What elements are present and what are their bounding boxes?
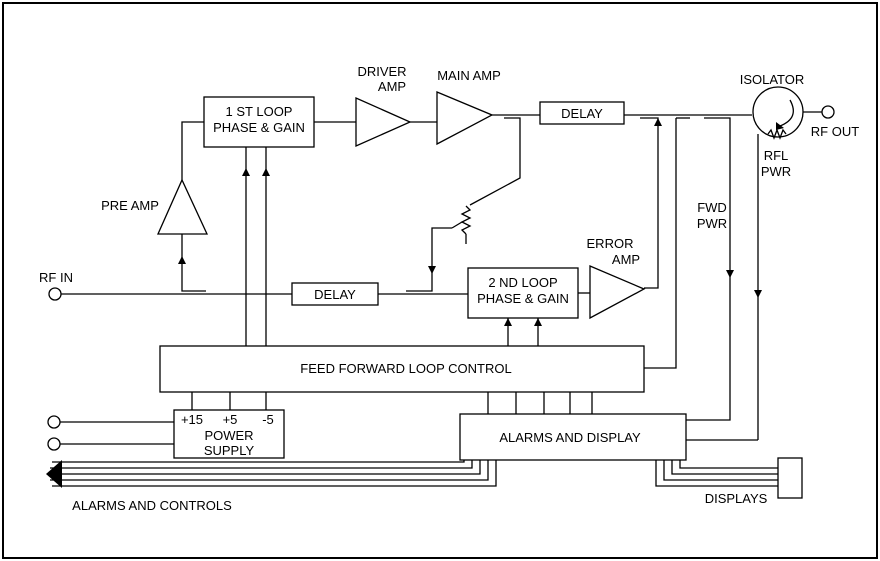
ps-label-line1: POWER <box>204 428 253 443</box>
error-amp-label-line1: ERROR <box>587 236 634 251</box>
arrow-ctrl-loop1-b <box>262 168 270 176</box>
main-amp-label: MAIN AMP <box>437 68 501 83</box>
error-amp-label-line2: AMP <box>612 252 640 267</box>
wire-tap-to-attenuator <box>470 125 520 205</box>
wire-ff-sense <box>644 118 676 368</box>
attenuator-wiper <box>452 222 462 228</box>
ps-m5-label: -5 <box>262 412 274 427</box>
alarms-controls-bus <box>46 460 496 488</box>
delay-bottom-label: DELAY <box>314 287 356 302</box>
displays-bus <box>656 460 778 486</box>
error-sample-coupler <box>406 228 452 291</box>
rf-out-label: RF OUT <box>811 124 859 139</box>
second-loop-label-line1: 2 ND LOOP <box>488 275 557 290</box>
arrow-preamp-input <box>178 256 186 264</box>
arrow-fwd-power <box>726 270 734 278</box>
driver-amp-label-line2: AMP <box>378 79 406 94</box>
second-loop-label-line2: PHASE & GAIN <box>477 291 569 306</box>
fwd-power-coupler-right <box>686 118 730 420</box>
ac-input-terminal-2 <box>48 438 60 450</box>
arrow-ctrl-loop1-a <box>242 168 250 176</box>
pre-amp-triangle <box>158 180 207 234</box>
arrow-ctrl-loop2-a <box>504 318 512 326</box>
arrow-ctrl-loop2-b <box>534 318 542 326</box>
arrow-rfl-power <box>754 290 762 298</box>
main-amp-triangle <box>437 92 492 144</box>
isolator-label: ISOLATOR <box>740 72 805 87</box>
rfl-pwr-label-line1: RFL <box>764 148 789 163</box>
arrow-sample-down <box>428 266 436 274</box>
ps-p5-label: +5 <box>223 412 238 427</box>
error-injection-coupler <box>640 118 658 288</box>
error-amp-triangle <box>590 266 644 318</box>
attenuator-resistor <box>462 206 470 234</box>
alarms-controls-label: ALARMS AND CONTROLS <box>72 498 232 513</box>
first-loop-label-line1: 1 ST LOOP <box>226 104 293 119</box>
displays-label: DISPLAYS <box>705 491 768 506</box>
alarms-display-label: ALARMS AND DISPLAY <box>499 430 641 445</box>
rf-in-label: RF IN <box>39 270 73 285</box>
wire-preamp-to-loop1 <box>182 122 204 180</box>
rf-out-terminal <box>822 106 834 118</box>
main-amp-sample-coupler <box>504 118 520 125</box>
first-loop-label-line2: PHASE & GAIN <box>213 120 305 135</box>
rf-in-terminal <box>49 288 61 300</box>
driver-amp-triangle <box>356 98 410 146</box>
ac-input-terminal-1 <box>48 416 60 428</box>
pre-amp-label: PRE AMP <box>101 198 159 213</box>
ps-label-line2: SUPPLY <box>204 443 255 458</box>
ff-control-label: FEED FORWARD LOOP CONTROL <box>300 361 511 376</box>
wire-rfin-to-preamp <box>182 234 206 291</box>
ps-p15-label: +15 <box>181 412 203 427</box>
displays-connector <box>778 458 802 498</box>
rfl-pwr-label-line2: PWR <box>761 164 791 179</box>
arrow-error-injection <box>654 118 662 126</box>
driver-amp-label-line1: DRIVER <box>357 64 406 79</box>
delay-top-label: DELAY <box>561 106 603 121</box>
fwd-pwr-label-line1: FWD <box>697 200 727 215</box>
fwd-pwr-label-line2: PWR <box>697 216 727 231</box>
